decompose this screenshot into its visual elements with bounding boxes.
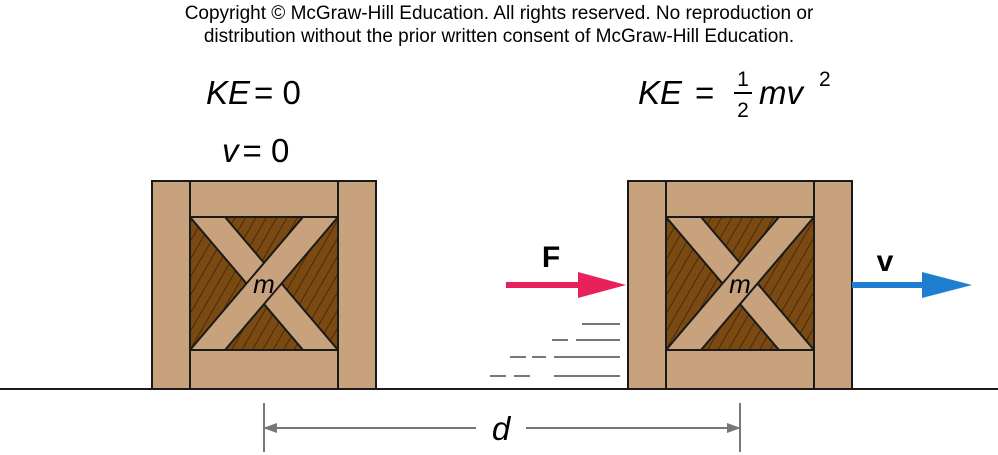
force-arrow: [506, 272, 626, 298]
copyright-line-2: distribution without the prior written c…: [204, 26, 794, 47]
left-ke-value: = 0: [254, 74, 301, 111]
left-ke-symbol: KE: [206, 74, 251, 111]
left-mass-label: m: [253, 269, 275, 299]
copyright-line-1: Copyright © McGraw-Hill Education. All r…: [185, 3, 814, 24]
right-ke-exponent: 2: [819, 68, 831, 91]
distance-label: d: [492, 410, 512, 447]
fraction-numerator: 1: [737, 68, 749, 91]
velocity-label: v: [877, 245, 894, 278]
right-ke-equals: =: [695, 74, 714, 111]
right-kinetic-energy-equation: KE = 1 2 mv 2: [638, 68, 831, 122]
fraction-denominator: 2: [737, 99, 749, 122]
force-label: F: [542, 241, 560, 274]
right-ke-mass-velocity: mv: [759, 74, 805, 111]
left-velocity-equation: v= 0: [222, 132, 289, 169]
left-kinetic-energy-equation: KE= 0: [206, 74, 301, 111]
right-mass-label: m: [729, 269, 751, 299]
left-v-symbol: v: [222, 132, 241, 169]
velocity-arrow: [852, 272, 972, 298]
distance-dimension: [263, 403, 741, 452]
right-ke-symbol: KE: [638, 74, 683, 111]
left-v-value: = 0: [243, 132, 290, 169]
motion-lines: [490, 323, 620, 377]
